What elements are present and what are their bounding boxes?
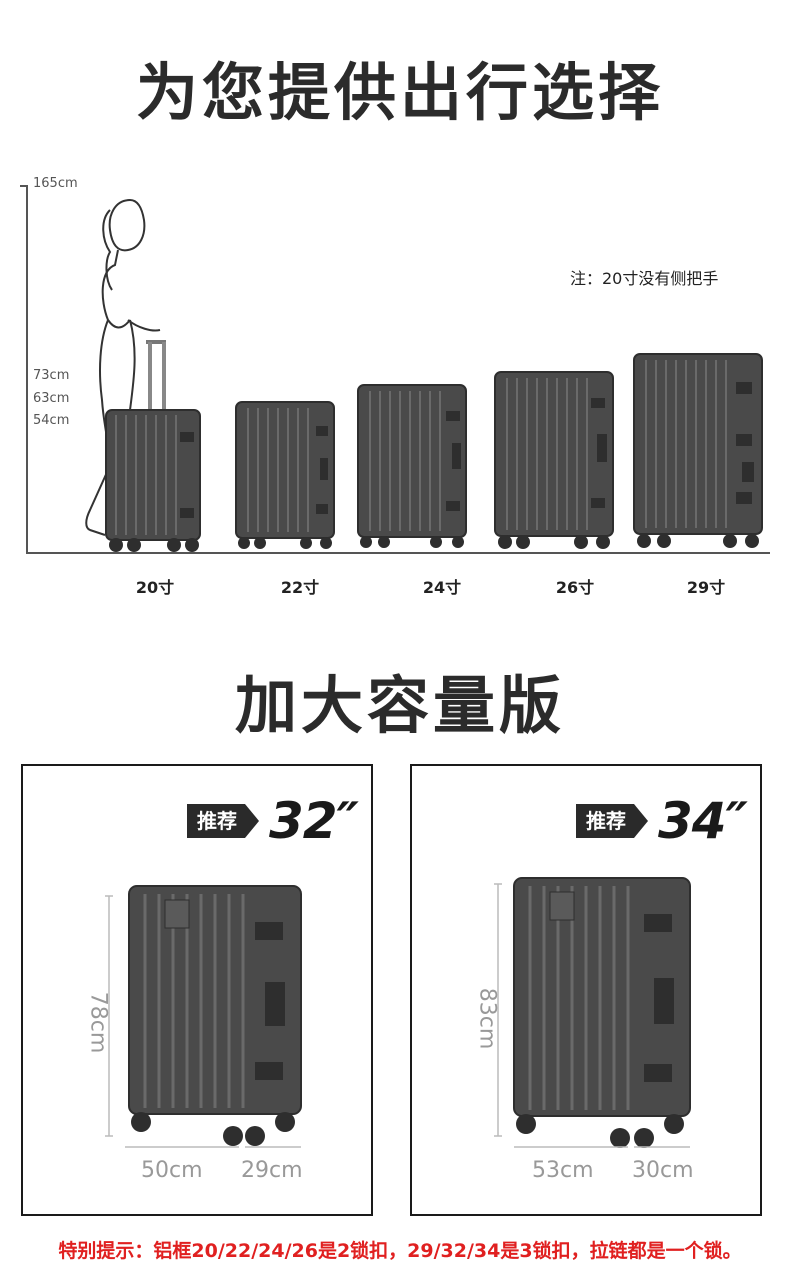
recommend-badge: 推荐 32″	[187, 792, 359, 850]
height-label-54: 54cm	[33, 413, 70, 428]
case-29	[632, 352, 766, 555]
recommend-tag: 推荐	[576, 804, 634, 838]
width-dim-32: 50cm	[141, 1158, 203, 1183]
height-axis	[26, 185, 28, 553]
case-20	[104, 340, 204, 555]
arrow-icon	[245, 804, 259, 838]
case-24	[356, 383, 470, 555]
suitcase-32	[105, 885, 302, 1146]
width-dim-line	[514, 1146, 690, 1148]
width-dim-line	[125, 1146, 301, 1148]
size-32: 32″	[269, 792, 359, 850]
height-dim-34: 83cm	[474, 987, 500, 1050]
size-label-22: 22寸	[280, 578, 320, 597]
recommend-tag: 推荐	[187, 804, 245, 838]
page-title: 为您提供出行选择	[135, 56, 664, 129]
height-label-165: 165cm	[33, 176, 78, 191]
suitcase-34	[494, 877, 691, 1148]
card-32: 推荐 32″ 78cm 50cm 29cm	[21, 764, 373, 1216]
card-34: 推荐 34″ 83cm 53cm 30cm	[410, 764, 762, 1216]
depth-dim-34: 30cm	[632, 1158, 694, 1183]
recommend-badge: 推荐 34″	[576, 792, 748, 850]
case-22	[234, 400, 338, 555]
size-34: 34″	[658, 792, 748, 850]
size-label-26: 26寸	[555, 578, 595, 597]
size-label-24: 24寸	[422, 578, 462, 597]
ground-line	[26, 552, 770, 554]
arrow-icon	[634, 804, 648, 838]
large-capacity-title: 加大容量版	[234, 669, 565, 742]
tick-165	[20, 185, 28, 187]
case-26	[493, 370, 617, 555]
lock-notice: 特别提示：铝框20/22/24/26是2锁扣，29/32/34是3锁扣，拉链都是…	[58, 1240, 742, 1262]
width-dim-34: 53cm	[532, 1158, 594, 1183]
size-label-20: 20寸	[135, 578, 175, 597]
side-handle-note: 注：20寸没有侧把手	[570, 269, 719, 288]
depth-dim-32: 29cm	[241, 1158, 303, 1183]
height-dim-32: 78cm	[85, 991, 111, 1054]
height-label-73: 73cm	[33, 368, 70, 383]
height-label-63: 63cm	[33, 391, 70, 406]
size-label-29: 29寸	[686, 578, 726, 597]
